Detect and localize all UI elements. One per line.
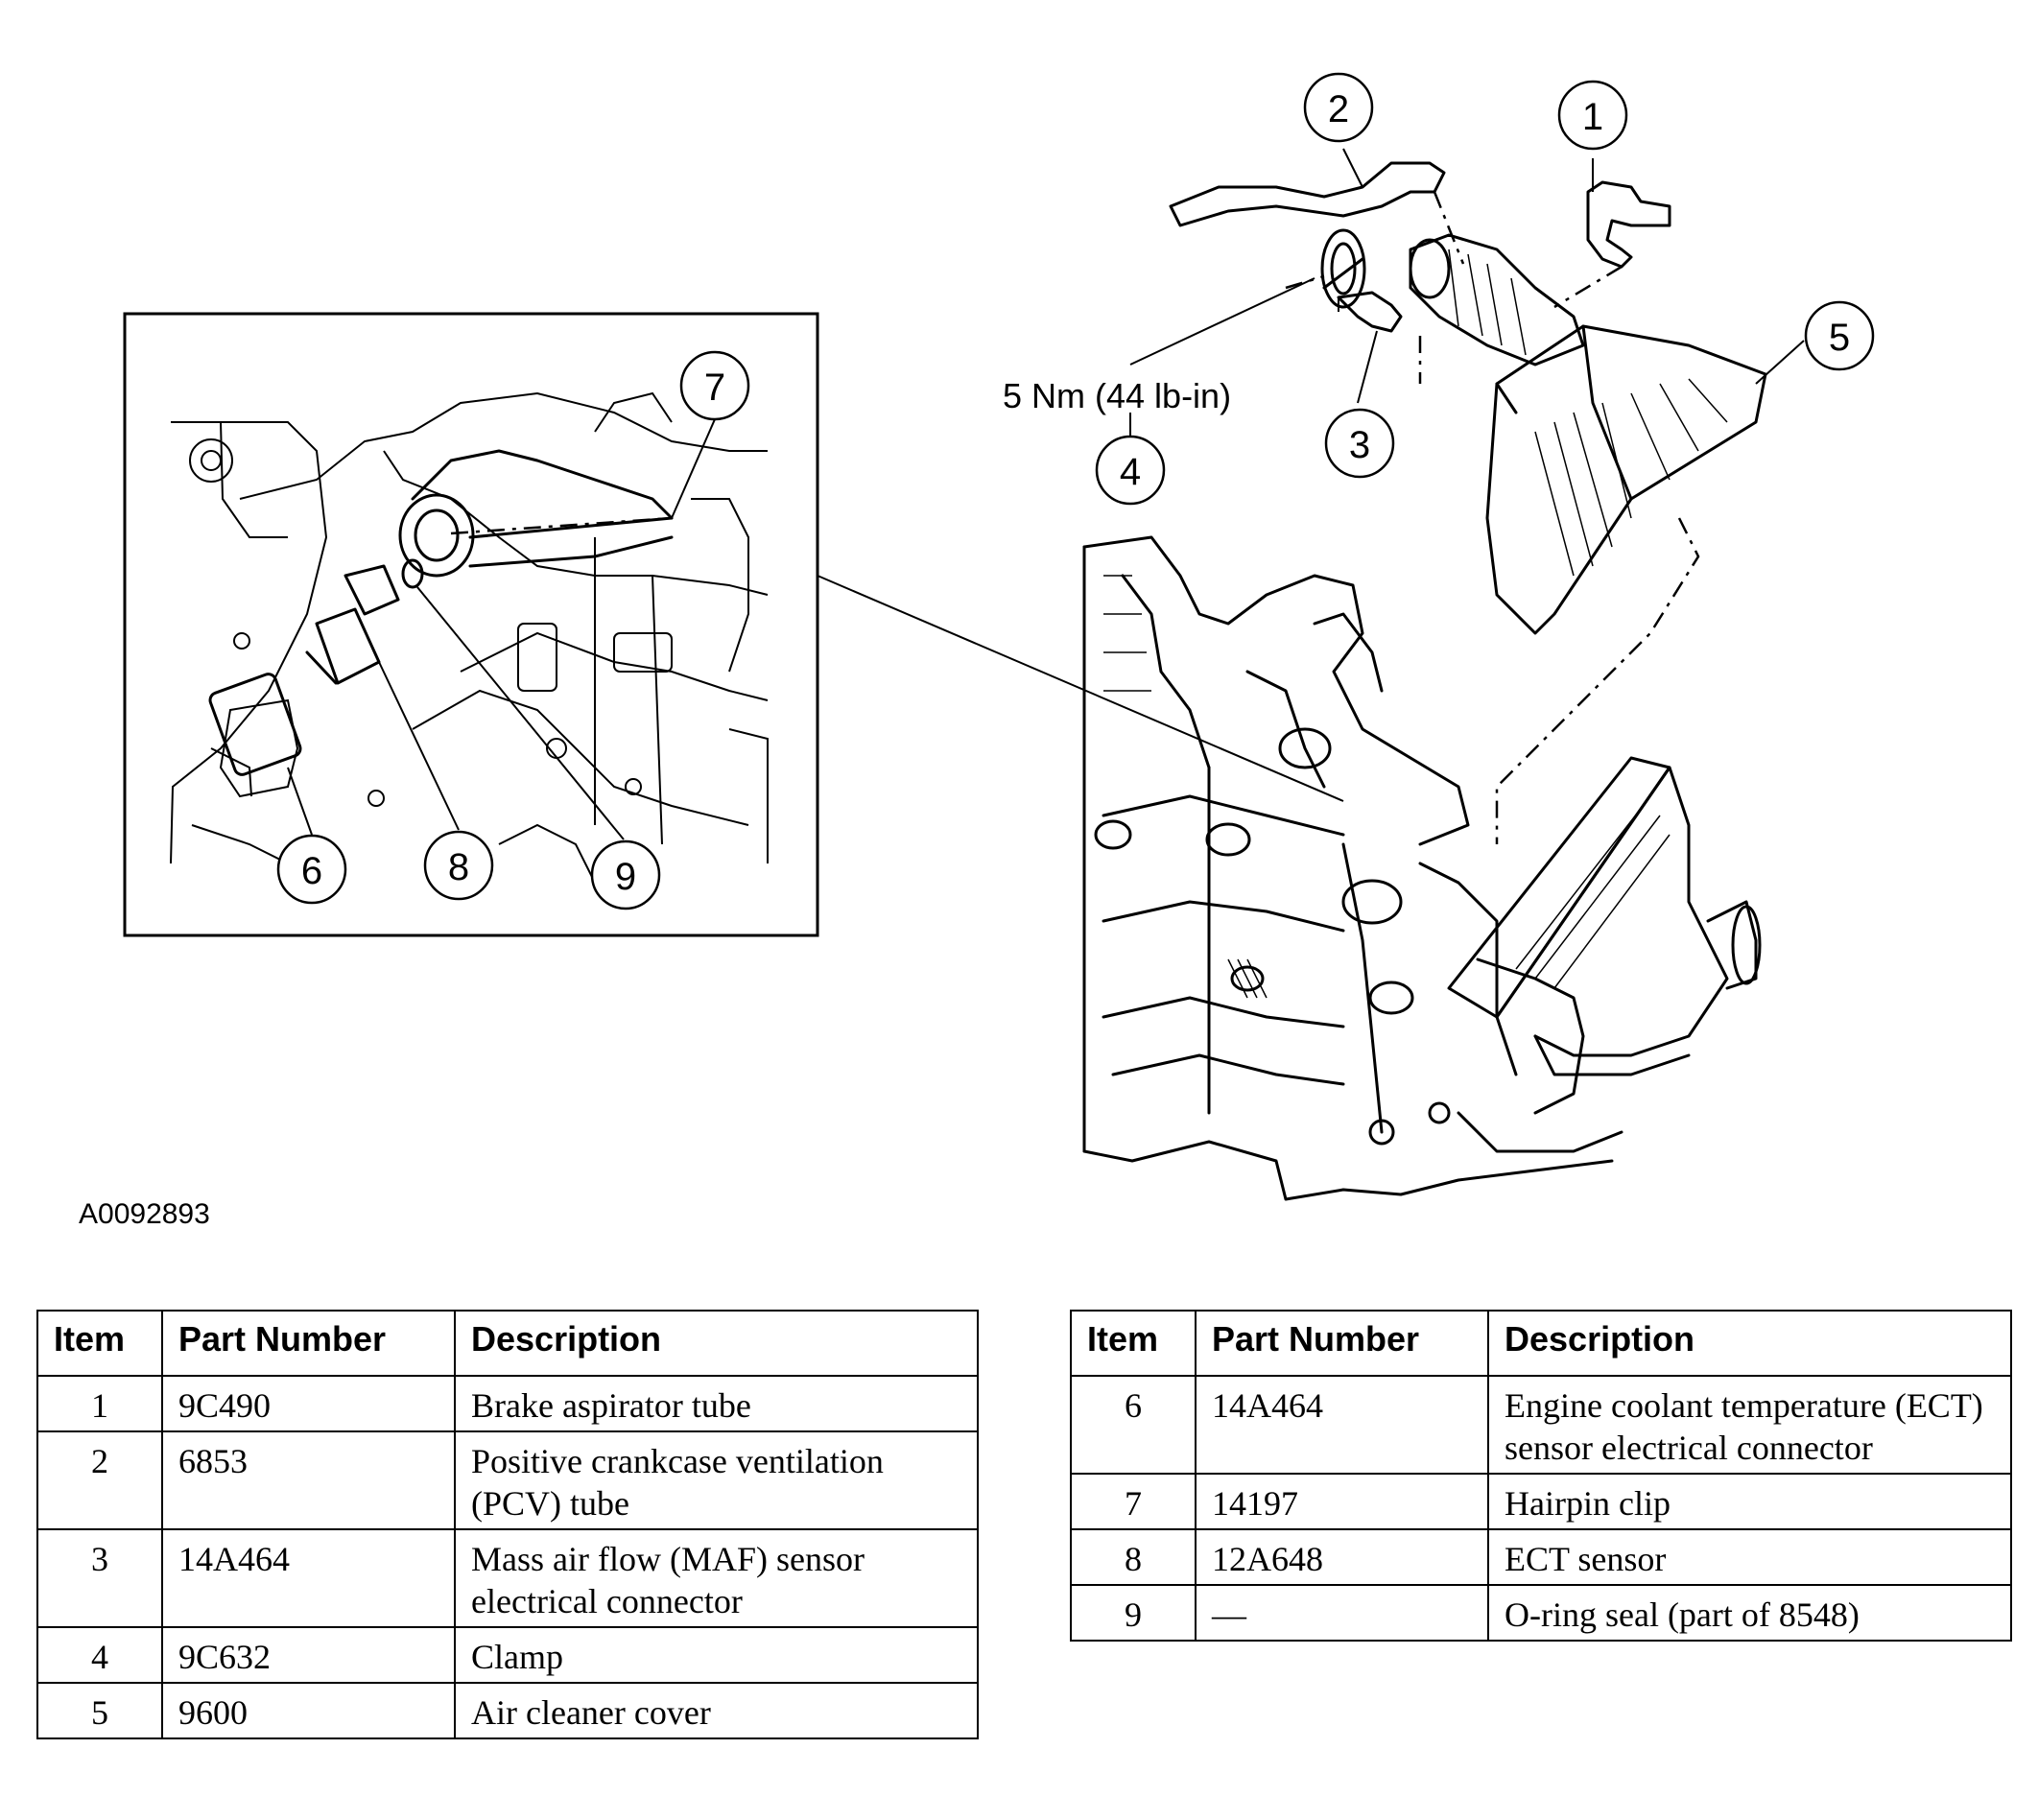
parts-table-left: Item Part Number Description 1 9C490 Bra… [36,1310,979,1739]
table-row: 1 9C490 Brake aspirator tube [36,1375,979,1432]
description-cell: Clamp [454,1626,979,1684]
callout-8: 8 [378,661,494,901]
table-row: 8 12A648 ECT sensor [1070,1528,2012,1586]
item-cell: 6 [1070,1375,1197,1475]
table-header-row: Item Part Number Description [36,1310,979,1377]
item-cell: 5 [36,1682,163,1739]
callout-1: 1 [1557,80,1628,192]
intake-duct [1169,161,1671,366]
figure-id: A0092893 [79,1198,210,1230]
callout-7: 7 [671,350,750,519]
table-row: 9 — O-ring seal (part of 8548) [1070,1584,2012,1642]
part-number-cell: 9600 [161,1682,456,1739]
header-item: Item [36,1310,163,1377]
header-item: Item [1070,1310,1197,1377]
part-number-cell: 9C632 [161,1626,456,1684]
item-cell: 3 [36,1528,163,1628]
parts-table-right: Item Part Number Description 6 14A464 En… [1070,1310,2012,1642]
item-cell: 2 [36,1430,163,1530]
header-description: Description [1487,1310,2012,1377]
description-cell: Engine coolant temperature (ECT) sensor … [1487,1375,2012,1475]
part-number-cell: 14A464 [161,1528,456,1628]
callout-3: 3 [1324,330,1395,479]
callout-5: 5 [1755,300,1875,385]
table-header-row: Item Part Number Description [1070,1310,2012,1377]
description-cell: Brake aspirator tube [454,1375,979,1432]
header-part-number: Part Number [161,1310,456,1377]
description-cell: ECT sensor [1487,1528,2012,1586]
table-row: 2 6853 Positive crankcase ventilation (P… [36,1430,979,1530]
description-cell: Positive crankcase ventilation (PCV) tub… [454,1430,979,1530]
table-row: 7 14197 Hairpin clip [1070,1473,2012,1530]
item-cell: 1 [36,1375,163,1432]
part-number-cell: 14197 [1195,1473,1489,1530]
assembly-lines [1285,191,1700,844]
svg-text:2: 2 [1328,88,1349,130]
description-cell: Air cleaner cover [454,1682,979,1739]
svg-text:4: 4 [1120,451,1141,493]
header-part-number: Part Number [1195,1310,1489,1377]
svg-text:8: 8 [448,846,469,888]
part-number-cell: — [1195,1584,1489,1642]
svg-text:7: 7 [704,366,725,409]
part-number-cell: 12A648 [1195,1528,1489,1586]
part-number-cell: 9C490 [161,1375,456,1432]
description-cell: Mass air flow (MAF) sensor electrical co… [454,1528,979,1628]
callout-9: 9 [416,586,661,910]
table-row: 5 9600 Air cleaner cover [36,1682,979,1739]
description-cell: Hairpin clip [1487,1473,2012,1530]
engine-assembly [1082,535,1762,1201]
item-cell: 7 [1070,1473,1197,1530]
header-description: Description [454,1310,979,1377]
table-row: 4 9C632 Clamp [36,1626,979,1684]
svg-text:5 Nm (44 lb-in): 5 Nm (44 lb-in) [1003,376,1231,415]
callout-6: 6 [276,767,347,905]
part-number-cell: 6853 [161,1430,456,1530]
callout-2: 2 [1303,72,1374,188]
item-cell: 9 [1070,1584,1197,1642]
air-cleaner-cover [1485,324,1767,635]
item-cell: 4 [36,1626,163,1684]
table-row: 6 14A464 Engine coolant temperature (ECT… [1070,1375,2012,1475]
table-row: 3 14A464 Mass air flow (MAF) sensor elec… [36,1528,979,1628]
item-cell: 8 [1070,1528,1197,1586]
part-number-cell: 14A464 [1195,1375,1489,1475]
description-cell: O-ring seal (part of 8548) [1487,1584,2012,1642]
svg-text:3: 3 [1349,424,1370,466]
svg-text:1: 1 [1582,96,1603,138]
svg-text:6: 6 [301,850,322,892]
callout-4: 5 Nm (44 lb-in) 4 [1003,277,1315,506]
svg-text:5: 5 [1829,317,1850,359]
svg-text:9: 9 [615,856,636,898]
